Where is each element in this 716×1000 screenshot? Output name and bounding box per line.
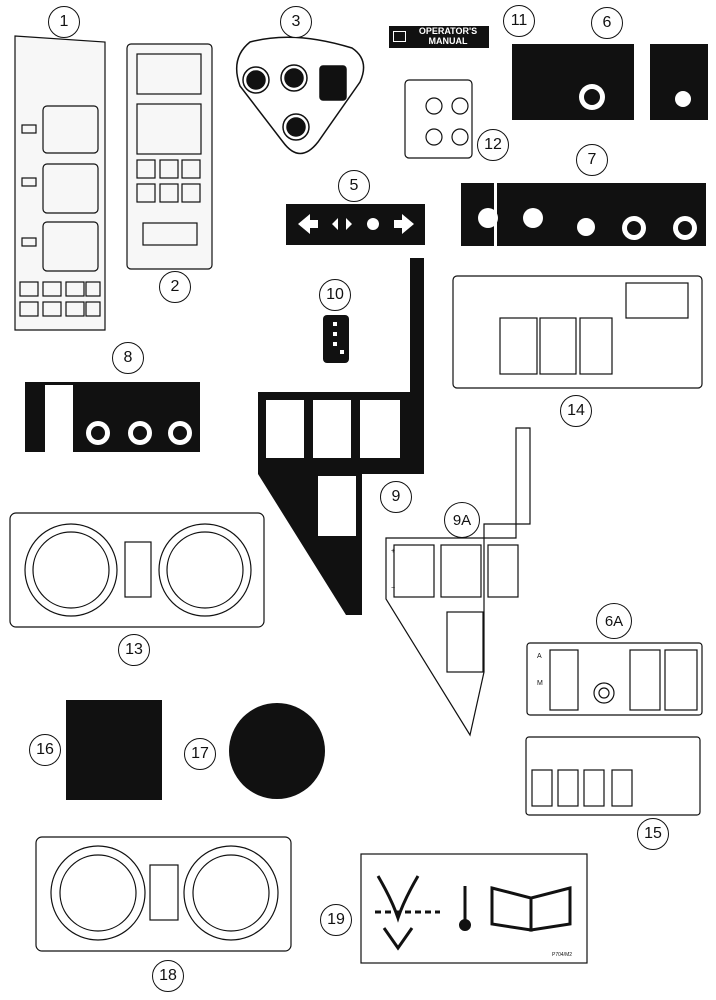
decal-10 (323, 315, 349, 363)
callout-13: 13 (118, 634, 150, 666)
decal-5 (286, 204, 425, 245)
callout-6: 6 (591, 7, 623, 39)
manual-line-2: MANUAL (428, 36, 468, 46)
callout-1: 1 (48, 6, 80, 38)
callout-6a: 6A (596, 603, 632, 639)
decal-13 (9, 512, 265, 628)
decal-7 (461, 183, 706, 246)
callout-12: 12 (477, 129, 509, 161)
callout-15: 15 (637, 818, 669, 850)
manual-line-1: OPERATOR'S (418, 26, 478, 36)
decal-19-code: P704/M2 (552, 952, 573, 958)
decal-18 (35, 836, 292, 952)
decal-9 (258, 258, 424, 615)
callout-16: 16 (29, 734, 61, 766)
book-icon (393, 31, 406, 42)
decal-14 (452, 275, 703, 389)
decal-15 (525, 736, 701, 816)
decal-3 (235, 36, 365, 155)
decal-9a (385, 427, 531, 737)
operators-manual-decal: OPERATOR'S MANUAL (389, 26, 489, 48)
callout-2: 2 (159, 271, 191, 303)
callout-19: 19 (320, 904, 352, 936)
callout-5: 5 (338, 170, 370, 202)
decal-2 (126, 43, 213, 270)
decal-9a-minus: − (391, 585, 396, 592)
callout-9: 9 (380, 481, 412, 513)
callout-17: 17 (184, 738, 216, 770)
decal-19 (360, 853, 588, 964)
decal-1 (14, 35, 106, 331)
decal-6a (526, 642, 703, 716)
callout-8: 8 (112, 342, 144, 374)
decal-16-square (66, 700, 162, 800)
decal-6a-a-label: A (537, 653, 542, 660)
decal-12 (404, 79, 473, 159)
decal-6 (512, 44, 708, 120)
decal-9a-plus: + (391, 548, 396, 555)
callout-7: 7 (576, 144, 608, 176)
callout-14: 14 (560, 395, 592, 427)
decal-6a-m-label: M (537, 680, 543, 687)
callout-18: 18 (152, 960, 184, 992)
decal-17-disc (229, 703, 325, 799)
callout-10: 10 (319, 279, 351, 311)
callout-11: 11 (503, 5, 535, 37)
callout-9a: 9A (444, 502, 480, 538)
callout-3: 3 (280, 6, 312, 38)
decal-8 (25, 382, 200, 452)
